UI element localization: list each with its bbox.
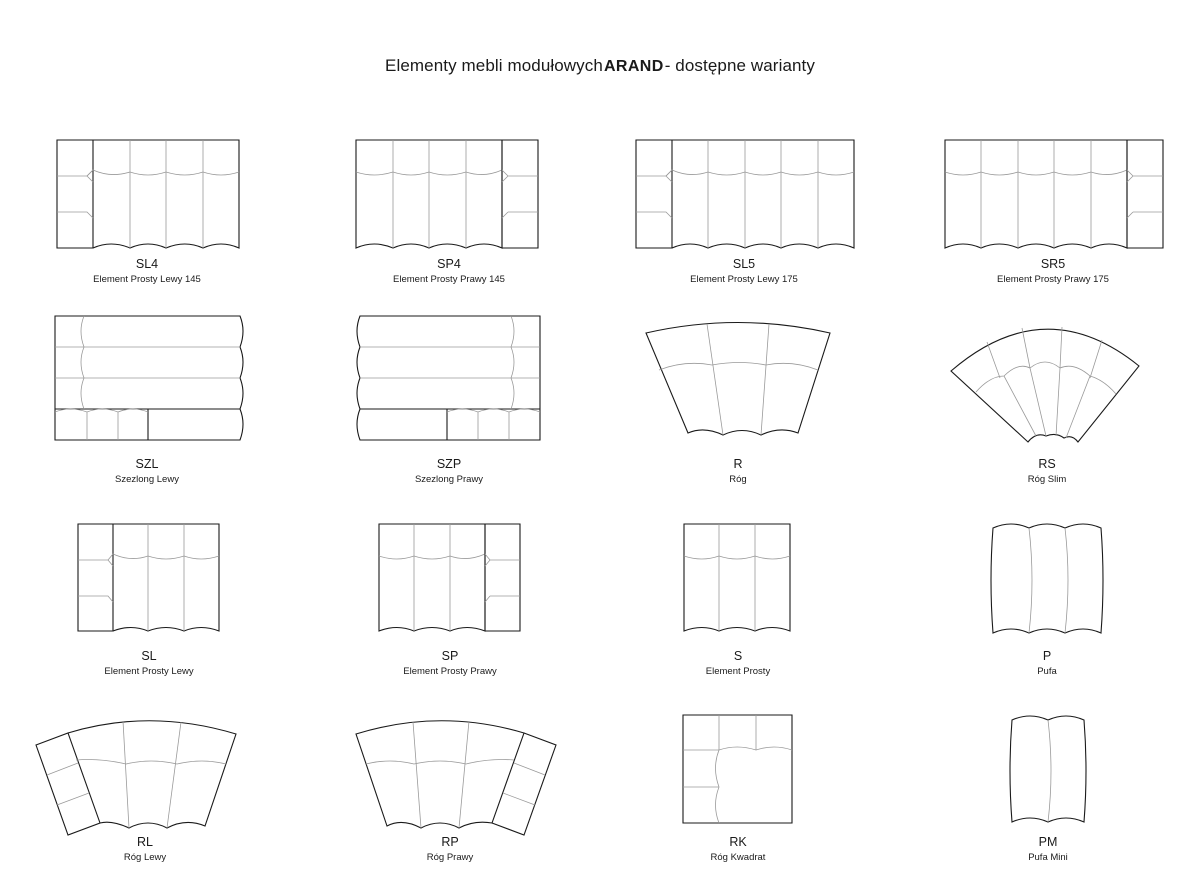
module-name: Szezlong Lewy — [115, 474, 179, 485]
module-rs — [950, 326, 1140, 443]
module-name: Element Prosty Prawy 145 — [393, 274, 505, 285]
module-code: SZL — [135, 457, 159, 471]
module-name: Element Prosty Prawy 175 — [997, 274, 1109, 285]
module-name: Pufa — [1037, 666, 1057, 677]
title-suffix: - dostępne warianty — [664, 56, 815, 75]
module-code: RS — [1038, 457, 1056, 471]
label-sp: SP Element Prosty Prawy — [330, 649, 570, 678]
module-pm — [1009, 715, 1087, 823]
module-name: Róg Prawy — [426, 852, 474, 863]
module-szl — [54, 315, 244, 441]
page-title: Elementy mebli modułowychARAND- dostępne… — [0, 56, 1200, 76]
module-code: P — [1042, 649, 1052, 663]
module-r — [645, 321, 831, 436]
module-code: SR5 — [1040, 257, 1066, 271]
module-code: RP — [441, 835, 459, 849]
module-code: SP — [441, 649, 459, 663]
module-code: RL — [137, 835, 153, 849]
module-code: SL5 — [732, 257, 756, 271]
module-code: RK — [729, 835, 747, 849]
module-name: Róg Kwadrat — [710, 852, 766, 863]
module-sr5 — [944, 139, 1164, 249]
module-code: R — [733, 457, 743, 471]
module-name: Element Prosty Lewy 145 — [93, 274, 201, 285]
module-sl5 — [635, 139, 855, 249]
title-text: Elementy mebli modułowych — [385, 56, 603, 75]
module-name: Element Prosty Lewy — [104, 666, 194, 677]
module-code: SP4 — [437, 257, 461, 271]
module-rp — [355, 720, 557, 836]
module-code: SL — [141, 649, 157, 663]
module-name: Róg Slim — [1027, 474, 1067, 485]
module-szp — [356, 315, 541, 441]
module-name: Szezlong Prawy — [414, 474, 484, 485]
label-r: R Róg — [618, 457, 858, 486]
module-s — [683, 523, 791, 632]
label-p: P Pufa — [927, 649, 1167, 678]
label-s: S Element Prosty — [618, 649, 858, 678]
label-pm: PM Pufa Mini — [928, 835, 1168, 864]
module-sp — [378, 523, 521, 632]
module-name: Element Prosty Prawy — [403, 666, 497, 677]
module-code: S — [733, 649, 743, 663]
label-szp: SZP Szezlong Prawy — [329, 457, 569, 486]
label-szl: SZL Szezlong Lewy — [27, 457, 267, 486]
label-rk: RK Róg Kwadrat — [618, 835, 858, 864]
module-sl — [77, 523, 220, 632]
label-rs: RS Róg Slim — [927, 457, 1167, 486]
label-rl: RL Róg Lewy — [25, 835, 265, 864]
label-sl: SL Element Prosty Lewy — [29, 649, 269, 678]
label-rp: RP Róg Prawy — [330, 835, 570, 864]
module-name: Róg — [729, 474, 747, 485]
module-code: SZP — [436, 457, 462, 471]
module-rk — [682, 714, 793, 824]
module-name: Pufa Mini — [1028, 852, 1068, 863]
brand-name: ARAND — [603, 58, 664, 75]
module-code: PM — [1038, 835, 1058, 849]
module-p — [990, 523, 1104, 634]
module-name: Element Prosty Lewy 175 — [690, 274, 798, 285]
module-name: Element Prosty — [705, 666, 771, 677]
module-name: Róg Lewy — [123, 852, 167, 863]
module-rl — [35, 720, 237, 836]
module-sl4 — [56, 139, 240, 249]
module-code: SL4 — [135, 257, 159, 271]
module-sp4 — [355, 139, 539, 249]
